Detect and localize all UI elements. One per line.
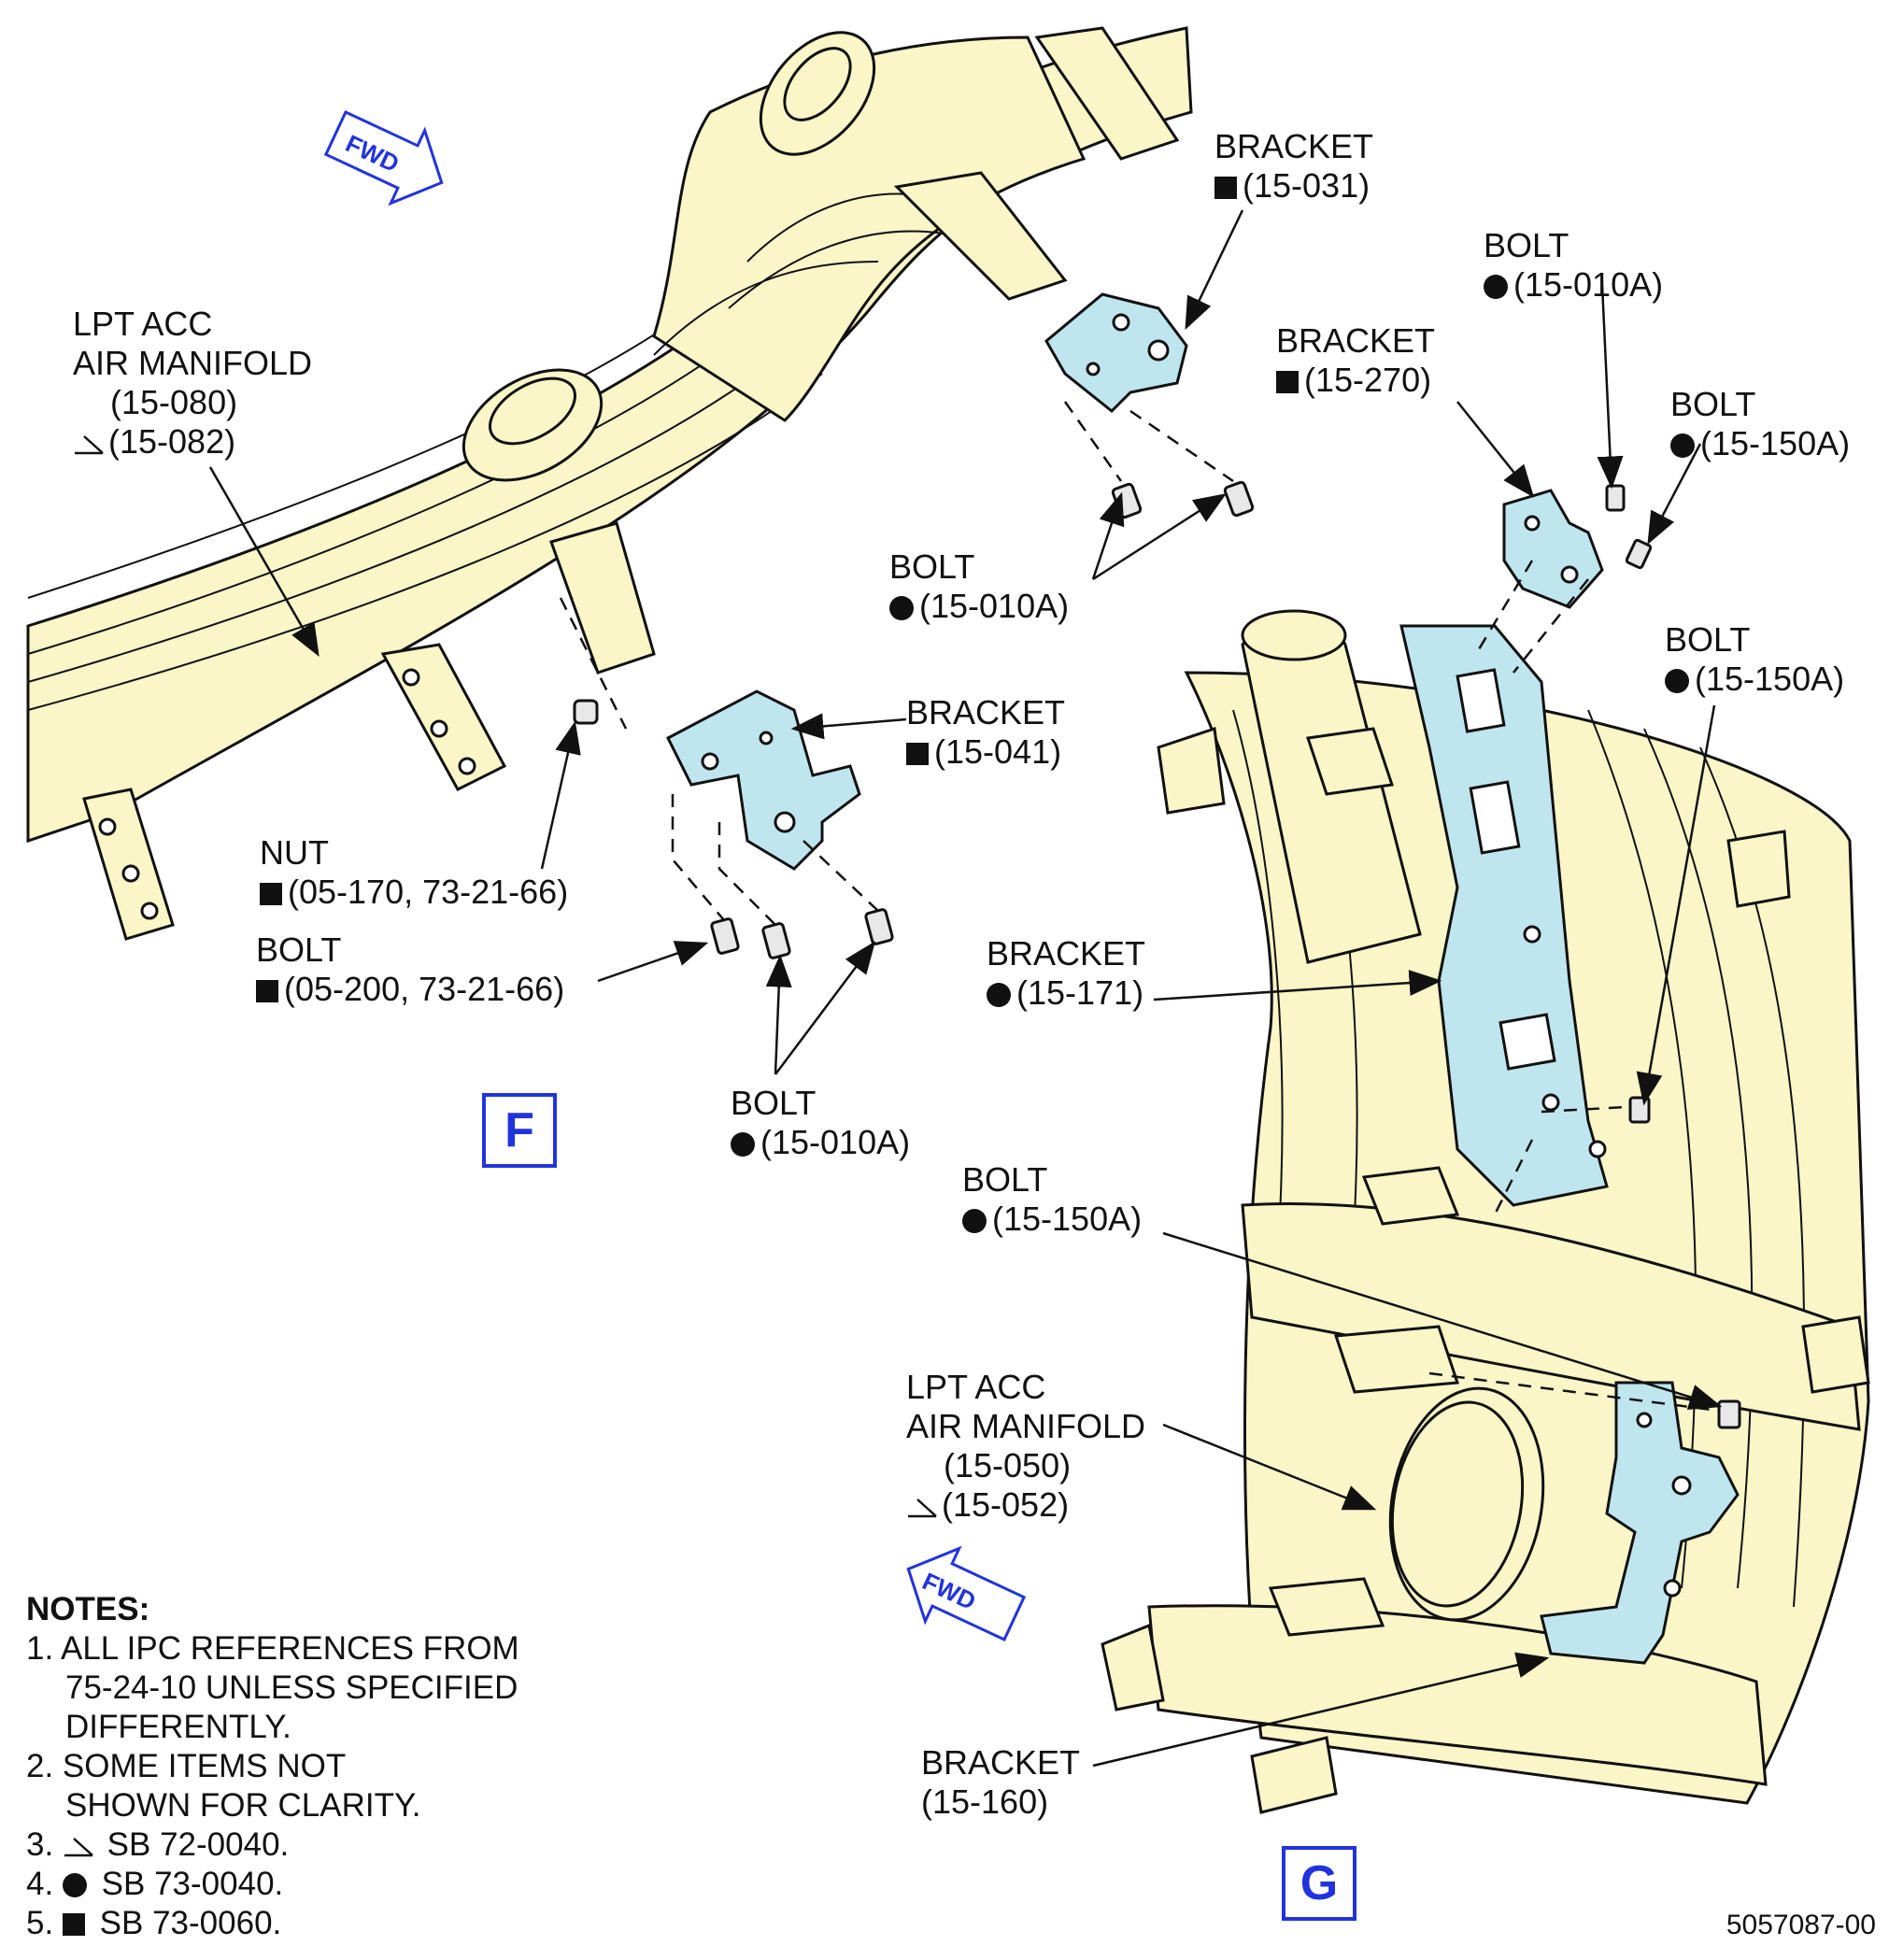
sb-73-0040-dot-icon [1484,275,1508,299]
label-bolt-150a-mid-ref: (15-150A) [1695,660,1845,698]
manifold-upper-illustration [26,26,1193,941]
bolt-hardware-g [1605,484,1741,1429]
sb-72-0040-triangle-icon [908,1498,937,1518]
label-bolt-150a-top-ref: (15-150A) [1700,424,1851,462]
label-manifold-080-line2: AIR MANIFOLD [73,344,313,382]
sb-73-0040-dot-icon [987,983,1011,1007]
sb-73-0040-dot-icon [1670,433,1695,458]
bolt-hardware-f [573,480,1255,959]
label-bracket-031: BRACKET (15-031) [1214,127,1373,206]
label-manifold-080-line4: (15-082) [108,422,236,461]
label-manifold-050: LPT ACC AIR MANIFOLD (15-050) (15-052) [906,1368,1145,1525]
note-2-line2: SHOWN FOR CLARITY. [65,1787,421,1824]
label-bracket-171-title: BRACKET [987,934,1146,973]
label-bracket-041: BRACKET (15-041) [906,693,1065,772]
label-bracket-031-ref: (15-031) [1243,166,1371,205]
label-nut-05170-ref: (05-170, 73-21-66) [288,873,569,911]
bracket-160-shape [1540,1381,1740,1665]
label-bracket-270-title: BRACKET [1276,321,1436,360]
label-manifold-050-line2: AIR MANIFOLD [906,1407,1146,1445]
label-manifold-080-line1: LPT ACC [73,305,213,343]
label-bolt-010a-top: BOLT (15-010A) [1484,226,1663,305]
label-manifold-080-line3: (15-080) [110,383,238,421]
note-3-text: SB 72-0040. [107,1826,290,1863]
note-3-number: 3. [26,1826,54,1863]
note-2-line1: 2. SOME ITEMS NOT [26,1748,347,1784]
label-manifold-080: LPT ACC AIR MANIFOLD (15-080) (15-082) [73,305,312,462]
document-number: 5057087-00 [1726,1910,1876,1940]
label-bolt-150a-mid: BOLT (15-150A) [1665,620,1844,699]
sb-73-0060-square-icon [260,883,282,905]
label-bracket-171-ref: (15-171) [1016,973,1144,1012]
note-5-text: SB 73-0060. [99,1905,282,1941]
label-bolt-150a-top-title: BOLT [1670,385,1756,423]
note-1-line1: 1. ALL IPC REFERENCES FROM [26,1630,519,1667]
label-bracket-160: BRACKET (15-160) [921,1743,1080,1822]
exploded-dash-lines-f [559,401,1234,926]
sb-73-0060-square-icon [906,743,929,765]
label-bracket-160-title: BRACKET [921,1743,1081,1782]
label-bolt-05200-title: BOLT [256,930,342,969]
leader-lines [208,209,1723,1768]
bracket-270-shape [1502,489,1604,609]
label-manifold-050-line1: LPT ACC [906,1368,1046,1406]
sb-73-0040-dot-icon [889,596,914,620]
sb-72-0040-triangle-icon [64,1838,93,1857]
note-1-line3: DIFFERENTLY. [65,1709,291,1745]
label-bracket-041-ref: (15-041) [934,732,1062,771]
label-bolt-150a-low: BOLT (15-150A) [962,1160,1142,1239]
view-g-label: G [1282,1846,1356,1921]
label-bolt-150a-top: BOLT (15-150A) [1670,385,1850,463]
label-bolt-010a-mid-ref: (15-010A) [919,587,1070,625]
sb-73-0060-square-icon [1214,177,1237,199]
sb-73-0060-square-icon [1276,371,1299,393]
sb-73-0040-dot-icon [962,1209,987,1233]
exploded-dash-lines-g [1428,560,1720,1413]
label-bracket-160-ref: (15-160) [921,1782,1049,1821]
bracket-171-shape [1399,624,1609,1207]
label-bolt-05200: BOLT (05-200, 73-21-66) [256,930,564,1009]
note-4-text: SB 73-0040. [101,1866,284,1902]
label-bracket-041-title: BRACKET [906,693,1066,731]
bracket-041-shape [666,689,861,871]
note-4: 4. SB 73-0040. [26,1865,519,1904]
label-bolt-05200-ref: (05-200, 73-21-66) [284,970,565,1008]
note-5: 5. SB 73-0060. [26,1904,519,1943]
label-nut-05170: NUT (05-170, 73-21-66) [260,833,568,912]
label-bolt-010a-low-title: BOLT [731,1084,817,1122]
label-bolt-010a-top-ref: (15-010A) [1513,265,1664,304]
note-5-number: 5. [26,1905,54,1941]
fwd-arrow-upper: FWD [323,110,444,206]
label-manifold-050-line3: (15-050) [944,1446,1072,1484]
label-bolt-150a-mid-title: BOLT [1665,620,1751,659]
label-nut-05170-title: NUT [260,833,329,872]
label-bolt-010a-mid-title: BOLT [889,547,975,586]
notes-title: NOTES: [26,1591,150,1627]
label-bracket-031-title: BRACKET [1214,127,1374,165]
label-manifold-050-line4: (15-052) [942,1485,1070,1524]
label-bolt-150a-low-ref: (15-150A) [992,1200,1143,1238]
sb-73-0060-square-icon [256,980,278,1002]
notes-block: NOTES: 1. ALL IPC REFERENCES FROM 75-24-… [26,1590,519,1943]
label-bracket-270-ref: (15-270) [1304,361,1432,399]
sb-73-0040-dot-icon [62,1873,87,1897]
note-4-number: 4. [26,1866,54,1902]
view-f-label: F [482,1093,557,1168]
label-bracket-270: BRACKET (15-270) [1276,321,1435,400]
fwd-arrow-lower: FWD [906,1545,1027,1641]
note-1-line2: 75-24-10 UNLESS SPECIFIED [65,1669,518,1706]
label-bolt-010a-mid: BOLT (15-010A) [889,547,1069,626]
label-bolt-010a-top-title: BOLT [1484,226,1569,264]
bracket-031-shape [1044,292,1188,414]
sb-73-0060-square-icon [62,1913,85,1936]
sb-73-0040-dot-icon [1665,669,1689,693]
label-bolt-010a-low: BOLT (15-010A) [731,1084,910,1162]
sb-72-0040-triangle-icon [75,435,104,455]
label-bracket-171: BRACKET (15-171) [987,934,1145,1013]
note-3: 3. SB 72-0040. [26,1825,519,1865]
sb-73-0040-dot-icon [731,1132,755,1157]
label-bolt-010a-low-ref: (15-010A) [760,1123,911,1161]
label-bolt-150a-low-title: BOLT [962,1160,1048,1199]
